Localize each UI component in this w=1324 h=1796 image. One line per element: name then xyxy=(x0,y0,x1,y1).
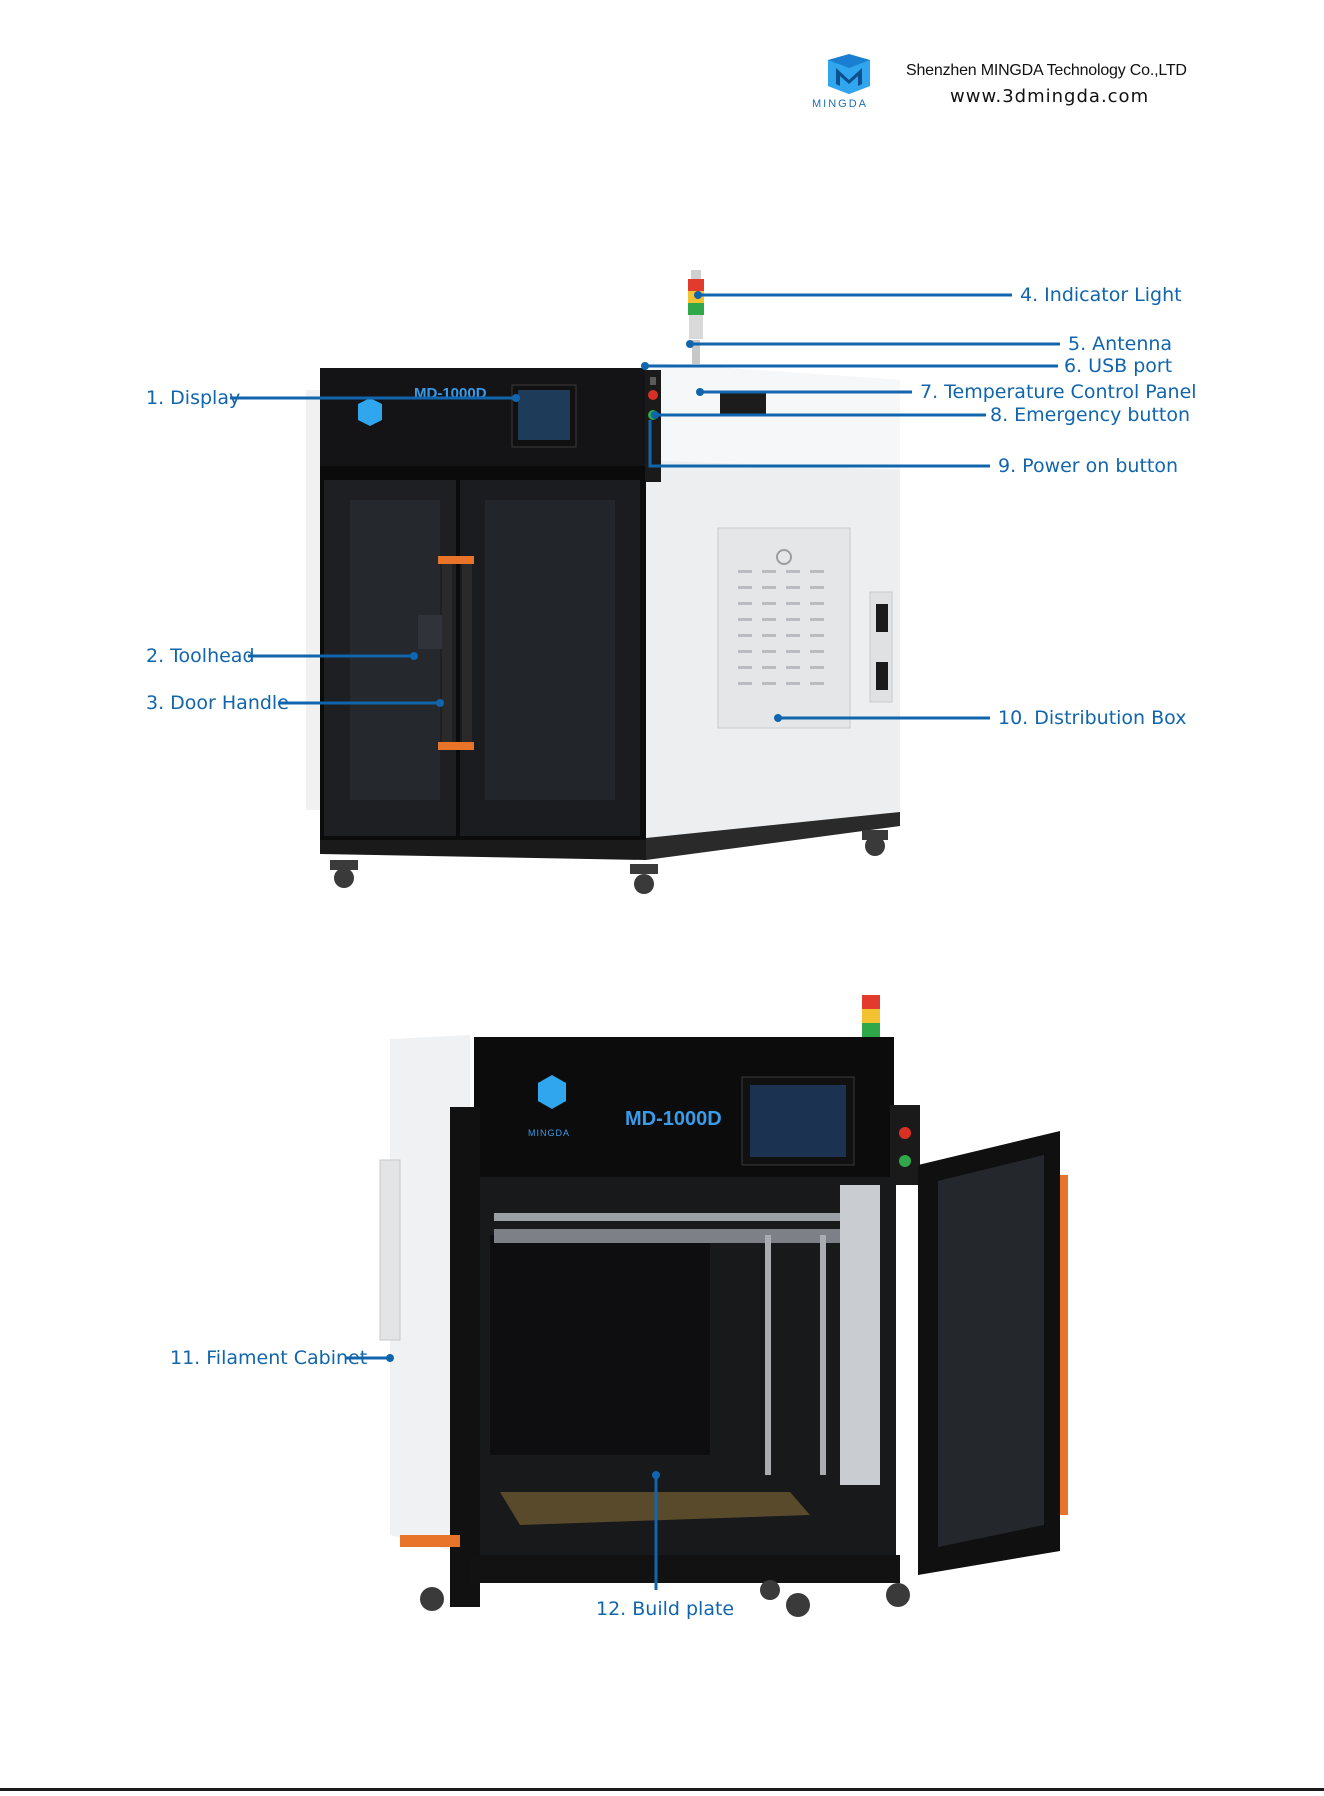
callout-filament-cabinet: 11. Filament Cabinet xyxy=(170,1347,367,1369)
callout-display: 1. Display xyxy=(146,387,240,409)
callout-power-button: 9. Power on button xyxy=(998,455,1178,477)
footer-rule xyxy=(0,1788,1324,1791)
callout-emergency-button: 8. Emergency button xyxy=(990,404,1190,426)
callout-indicator-light: 4. Indicator Light xyxy=(1020,284,1182,306)
callout-temperature-panel: 7. Temperature Control Panel xyxy=(920,381,1197,403)
callout-door-handle: 3. Door Handle xyxy=(146,692,289,714)
callout-antenna: 5. Antenna xyxy=(1068,333,1172,355)
callout-build-plate: 12. Build plate xyxy=(596,1598,734,1620)
callout-usb-port: 6. USB port xyxy=(1064,355,1172,377)
callout-distribution-box: 10. Distribution Box xyxy=(998,707,1186,729)
callout-toolhead: 2. Toolhead xyxy=(146,645,255,667)
